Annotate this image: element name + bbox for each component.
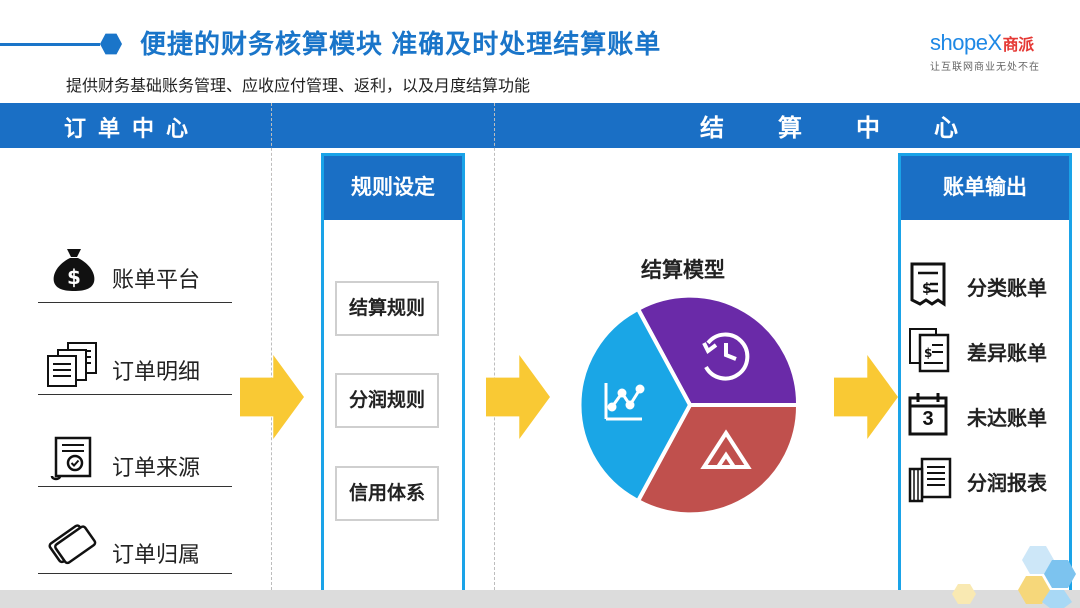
brand-logo: shopeX商派 [930, 30, 1034, 56]
list-underline [38, 573, 232, 574]
calendar-day: 3 [922, 408, 934, 430]
divider-dashed [271, 103, 272, 590]
svg-text:$: $ [922, 281, 932, 297]
pie-slice-red [635, 403, 801, 517]
model-title: 结算模型 [641, 259, 725, 282]
scatter-chart-icon [604, 383, 645, 421]
order-list-label: 订单归属 [112, 542, 201, 567]
output-panel-title: 账单输出 [901, 156, 1069, 220]
header-hexagon-icon [100, 33, 122, 55]
order-list-label: 账单平台 [112, 267, 201, 292]
order-list-label: 订单明细 [112, 359, 201, 384]
settlement-char: 结 [700, 115, 724, 142]
order-center-label: 订单中心 [64, 116, 201, 141]
hexagon-decoration-icon [942, 540, 1080, 608]
calendar-icon: 3 [906, 390, 950, 438]
output-item-label: 差异账单 [967, 343, 1047, 365]
flow-arrow-icon [834, 355, 898, 439]
divider-dashed [494, 103, 495, 590]
settlement-model-pie [577, 293, 801, 517]
pie-slice-purple [635, 293, 801, 407]
output-item-label: 未达账单 [967, 408, 1047, 430]
settlement-center-label: 结算中心 [700, 108, 1012, 143]
svg-text:$: $ [67, 265, 81, 289]
certificate-icon [48, 432, 96, 481]
rules-panel-title: 规则设定 [324, 156, 462, 220]
money-bag-icon: $ [50, 244, 98, 292]
flow-arrow-icon [240, 355, 304, 439]
history-icon [702, 332, 750, 381]
page-title: 便捷的财务核算模块 准确及时处理结算账单 [140, 29, 662, 59]
rule-item: 结算规则 [335, 281, 439, 336]
pie-slice-blue [577, 306, 693, 504]
rule-item: 分润规则 [335, 373, 439, 428]
section-band [0, 103, 1080, 148]
settlement-char: 算 [778, 115, 802, 142]
tags-icon [44, 520, 97, 568]
report-icon [906, 455, 952, 503]
settlement-char: 中 [856, 115, 880, 142]
list-underline [38, 486, 232, 487]
receipt-icon: $ [906, 260, 950, 308]
logo-tagline: 让互联网商业无处不在 [930, 62, 1040, 73]
list-underline [38, 302, 232, 303]
bottom-bar [0, 590, 1080, 608]
logo-cn: 商派 [1002, 37, 1035, 54]
output-item-label: 分类账单 [967, 278, 1047, 300]
triangle-icon [700, 429, 752, 469]
svg-text:$: $ [924, 346, 932, 360]
invoice-icon: $ [906, 325, 950, 373]
output-panel [898, 153, 1072, 596]
page-subtitle: 提供财务基础账务管理、应收应付管理、返利，以及月度结算功能 [66, 78, 531, 95]
flow-arrow-icon [486, 355, 550, 439]
rule-item: 信用体系 [335, 466, 439, 521]
order-list-label: 订单来源 [112, 455, 201, 480]
header-line [0, 43, 100, 46]
documents-icon [46, 340, 97, 388]
list-underline [38, 394, 232, 395]
settlement-char: 心 [934, 115, 958, 142]
output-item-label: 分润报表 [967, 473, 1047, 495]
logo-text: shopeX [930, 30, 1002, 55]
